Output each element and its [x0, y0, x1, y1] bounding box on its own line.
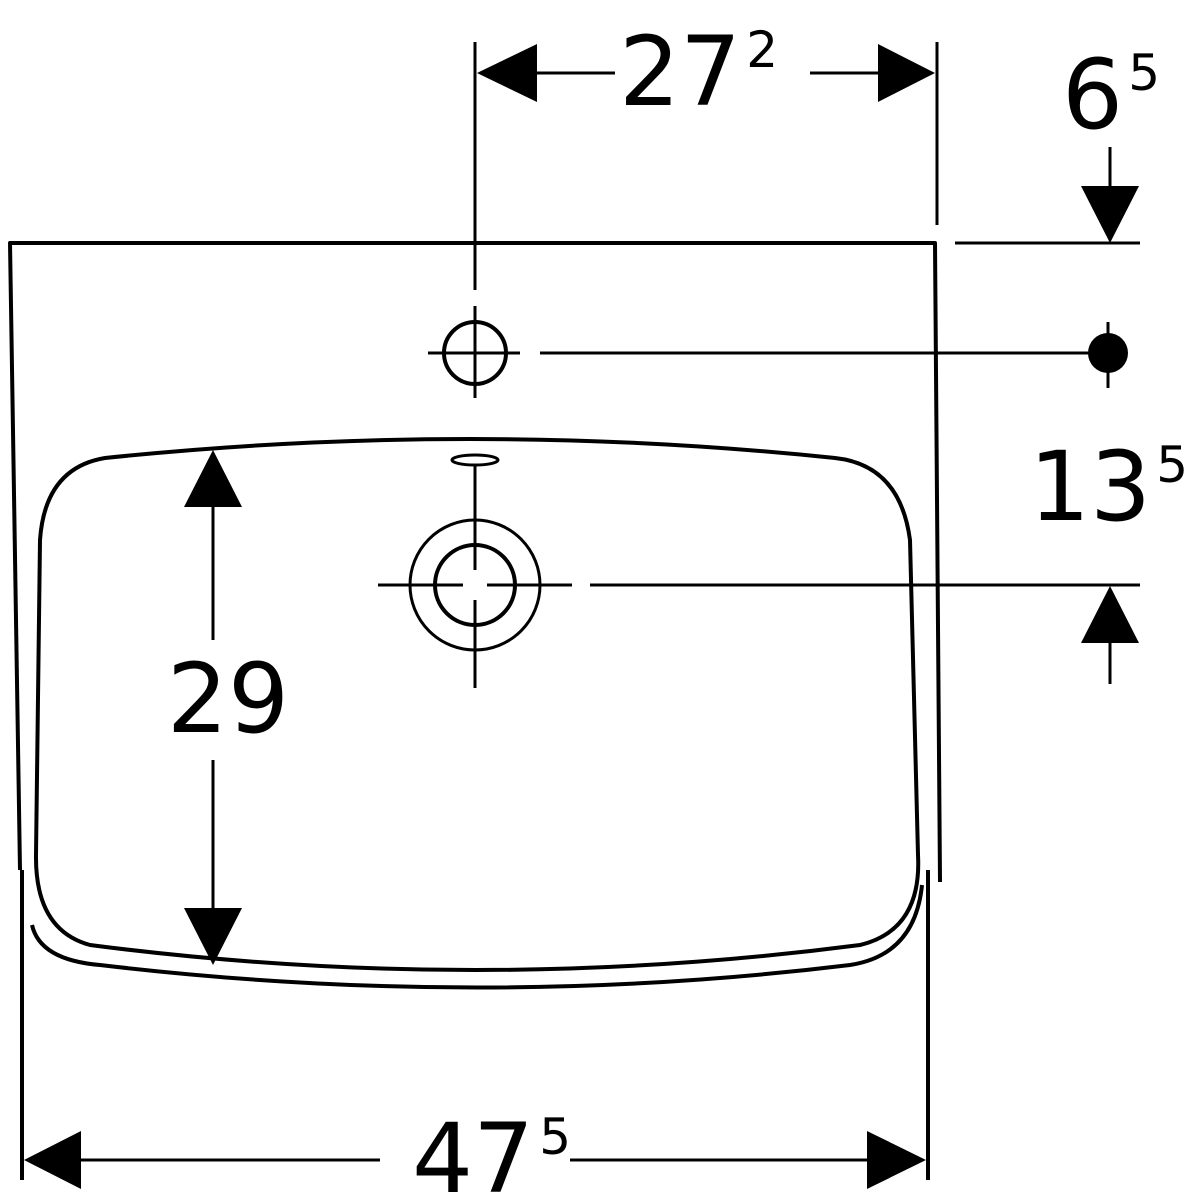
svg-text:6 5: 6 5	[1062, 39, 1160, 151]
dimension-total-width: 47 5	[24, 1103, 926, 1200]
dimension-top-width-value: 27	[619, 16, 741, 128]
dimension-top-offset-value: 6	[1062, 39, 1123, 151]
reference-dot	[1088, 322, 1128, 388]
svg-text:13 5: 13 5	[1029, 431, 1188, 543]
basin-outline	[8, 241, 942, 1180]
dimension-right-offset: 13 5	[1029, 431, 1188, 684]
svg-text:47 5: 47 5	[412, 1103, 571, 1200]
bowl-outline	[30, 437, 924, 990]
dimension-total-width-superscript: 5	[539, 1108, 571, 1166]
dimension-top-width-superscript: 2	[746, 21, 778, 79]
dimension-top-width: 27 2	[477, 16, 939, 225]
dimension-right-offset-superscript: 5	[1156, 436, 1188, 494]
dimension-total-width-value: 47	[412, 1103, 534, 1200]
dimension-top-offset-superscript: 5	[1128, 44, 1160, 102]
dimension-bowl-depth-value: 29	[167, 643, 289, 755]
dimension-top-offset: 6 5	[955, 39, 1160, 245]
drain	[378, 466, 1140, 688]
svg-text:27 2: 27 2	[619, 16, 778, 128]
dimension-bowl-depth: 29	[167, 450, 289, 965]
tap-hole	[428, 42, 1090, 398]
dimension-right-offset-value: 13	[1029, 431, 1151, 543]
